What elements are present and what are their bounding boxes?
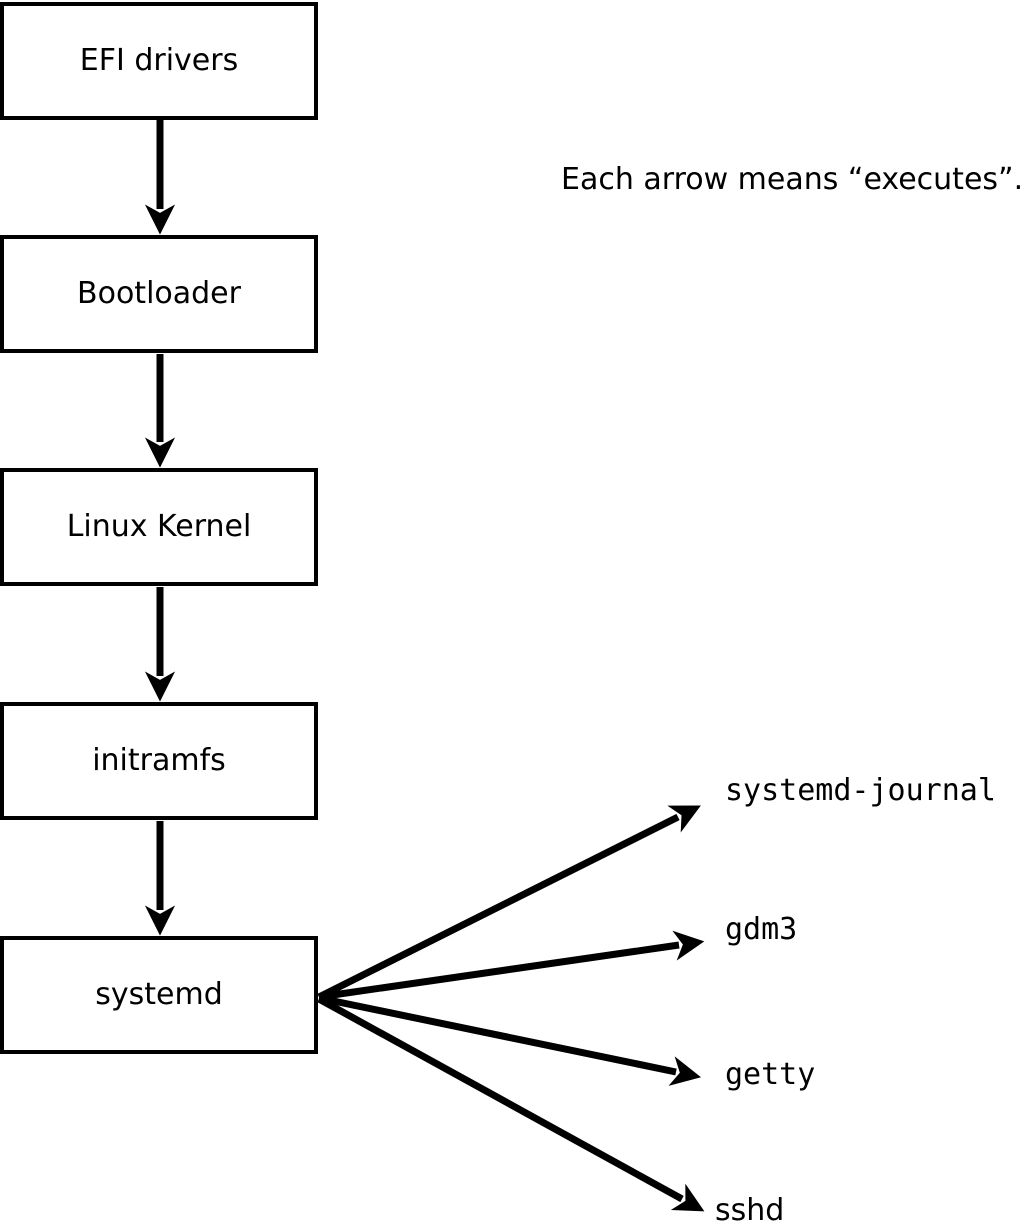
arrow-systemd-to-journal <box>317 805 701 1001</box>
arrow-systemd-to-getty <box>318 994 702 1086</box>
node-bootloader: Bootloader <box>0 235 318 353</box>
node-efi-drivers: EFI drivers <box>0 2 318 120</box>
node-linux-kernel-label: Linux Kernel <box>66 509 252 544</box>
node-systemd-label: systemd <box>95 977 223 1012</box>
node-systemd: systemd <box>0 936 318 1054</box>
node-bootloader-label: Bootloader <box>77 276 241 311</box>
leaf-sshd: sshd <box>715 1193 785 1228</box>
node-initramfs-label: initramfs <box>92 743 226 778</box>
arrow-systemd-to-gdm3 <box>318 930 705 1001</box>
node-linux-kernel: Linux Kernel <box>0 468 318 586</box>
leaf-gdm3: gdm3 <box>725 912 798 947</box>
node-initramfs: initramfs <box>0 702 318 820</box>
node-efi-drivers-label: EFI drivers <box>79 43 239 78</box>
leaf-getty: getty <box>725 1057 816 1092</box>
arrow-systemd-to-sshd <box>317 995 705 1212</box>
leaf-systemd-journal: systemd-journal <box>725 773 996 808</box>
arrow-meaning-note: Each arrow means “executes”. <box>561 162 1023 197</box>
